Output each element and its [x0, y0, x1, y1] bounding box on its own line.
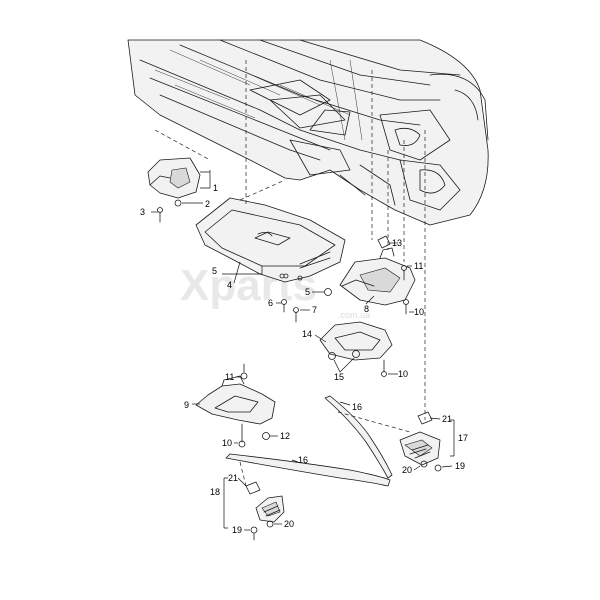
callout-17: 17	[458, 433, 468, 443]
part-4-underbody-panel	[195, 197, 346, 283]
callout-19b: 19	[232, 525, 242, 535]
dashed-assembly-lines	[154, 60, 426, 487]
callout-15: 15	[334, 372, 344, 382]
part-16-lower-rod	[225, 453, 391, 487]
callout-9: 9	[184, 400, 189, 410]
part-18-latch-assembly	[245, 481, 285, 541]
callout-3: 3	[140, 207, 145, 217]
callout-2: 2	[205, 199, 210, 209]
callout-20a: 20	[402, 465, 412, 475]
callout-19a: 19	[455, 461, 465, 471]
part-17-latch-assembly	[399, 411, 442, 472]
callout-16b: 16	[298, 455, 308, 465]
vehicle-underbody	[127, 39, 489, 226]
callout-21a: 21	[442, 414, 452, 424]
callout-20b: 20	[284, 519, 294, 529]
part-14-shield	[319, 321, 393, 377]
callout-7: 7	[312, 305, 317, 315]
watermark-domain: .com.ua	[338, 310, 370, 320]
callout-6: 6	[268, 298, 273, 308]
part-8-shield	[339, 247, 416, 306]
callout-12: 12	[280, 431, 290, 441]
callout-4: 4	[227, 280, 232, 290]
leader-lines	[151, 170, 455, 531]
part-16-upper-rod	[324, 395, 393, 479]
callout-8: 8	[364, 304, 369, 314]
part-9-bracket	[195, 363, 276, 448]
fasteners	[279, 235, 409, 323]
callout-11a: 11	[414, 261, 423, 271]
callout-11b: 11	[225, 372, 234, 382]
callout-5a: 5	[212, 266, 217, 276]
callout-10b: 10	[398, 369, 408, 379]
callout-18: 18	[210, 487, 220, 497]
callout-14: 14	[302, 329, 312, 339]
callout-10a: 10	[414, 307, 424, 317]
callout-16a: 16	[352, 402, 362, 412]
callout-21b: 21	[228, 473, 238, 483]
callout-labels: 1 2 3 4 5 5 6 7 8 9 10 10 10 11 11 12 13…	[140, 183, 468, 535]
callout-10c: 10	[222, 438, 232, 448]
part-1-bracket	[147, 157, 201, 223]
callout-13: 13	[392, 238, 402, 248]
callout-1: 1	[213, 183, 218, 193]
callout-5b: 5	[305, 287, 310, 297]
